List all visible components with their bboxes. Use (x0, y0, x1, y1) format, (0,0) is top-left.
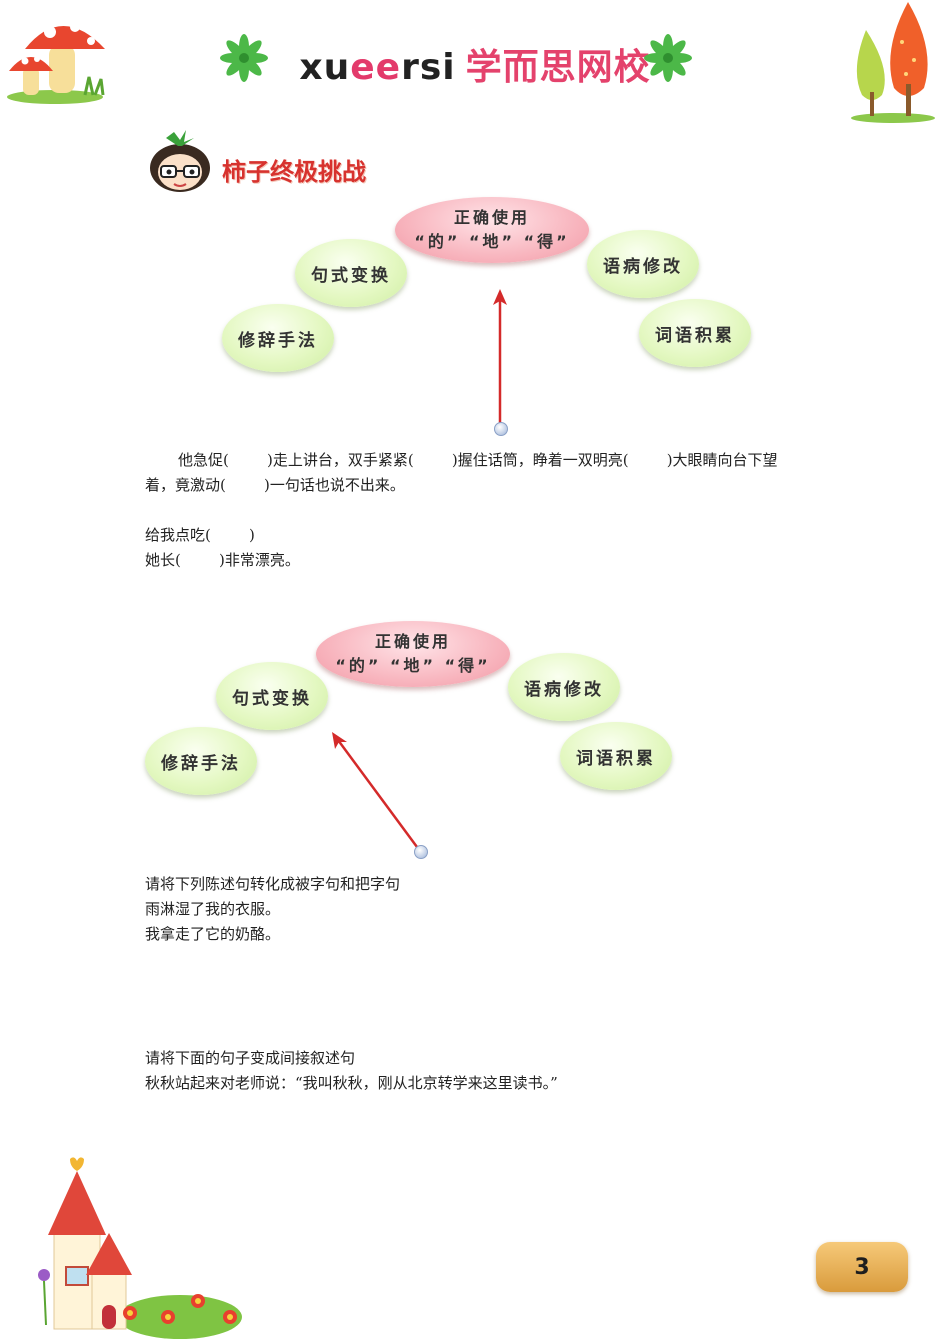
pointer-arrow (332, 732, 419, 848)
bubble-grammar-fix: 语病修改 (508, 653, 620, 721)
bubble-vocabulary: 词语积累 (639, 299, 751, 367)
center-bubble-line1: 正确使用 (453, 208, 530, 227)
arrow-pivot-dot (414, 845, 428, 859)
exercise1-line2: 着，竟激动( )一句话也说不出来。 (145, 476, 405, 494)
exercise1-line4: 她长( )非常漂亮。 (145, 551, 300, 569)
exercise3-line1: 请将下面的句子变成间接叙述句 (145, 1049, 356, 1067)
mushroom-decoration (7, 22, 105, 104)
exercise3-line2: 秋秋站起来对老师说：“我叫秋秋，刚从北京转学来这里读书。” (145, 1074, 558, 1092)
page-number-badge: 3 (816, 1242, 908, 1292)
diagram-center-bubble: 正确使用 “的” “地” “得” (316, 621, 510, 687)
pointer-arrow (493, 289, 507, 425)
center-bubble-line2: “的” “地” “得” (335, 656, 491, 675)
flower-icon (220, 34, 268, 82)
arrow-pivot-dot (494, 422, 508, 436)
bubble-grammar-fix: 语病修改 (587, 230, 699, 298)
avatar (150, 130, 210, 192)
bubble-sentence-transform: 句式变换 (295, 239, 407, 307)
brand-chinese: 学而思网校 (465, 47, 651, 88)
bubble-rhetoric: 修辞手法 (145, 727, 257, 795)
tree-decoration (851, 2, 935, 123)
exercise1-line1: 他急促( )走上讲台，双手紧紧( )握住话筒，睁着一双明亮( )大眼睛向台下望 (178, 451, 778, 469)
bubble-rhetoric: 修辞手法 (222, 304, 334, 372)
castle-decoration (38, 1157, 242, 1339)
page-number: 3 (854, 1254, 870, 1280)
bubble-sentence-transform: 句式变换 (216, 662, 328, 730)
section-title: 柿子终极挑战 (222, 158, 366, 186)
diagram-center-bubble: 正确使用 “的” “地” “得” (395, 197, 589, 263)
exercise2-line2: 雨淋湿了我的衣服。 (145, 900, 281, 918)
flower-icon (644, 34, 692, 82)
center-bubble-line2: “的” “地” “得” (414, 232, 570, 251)
exercise1-line3: 给我点吃( ) (145, 526, 255, 544)
bubble-vocabulary: 词语积累 (560, 722, 672, 790)
exercise2-line1: 请将下列陈述句转化成被字句和把字句 (145, 875, 401, 893)
exercise2-line3: 我拿走了它的奶酪。 (145, 925, 281, 943)
center-bubble-line1: 正确使用 (374, 632, 451, 651)
